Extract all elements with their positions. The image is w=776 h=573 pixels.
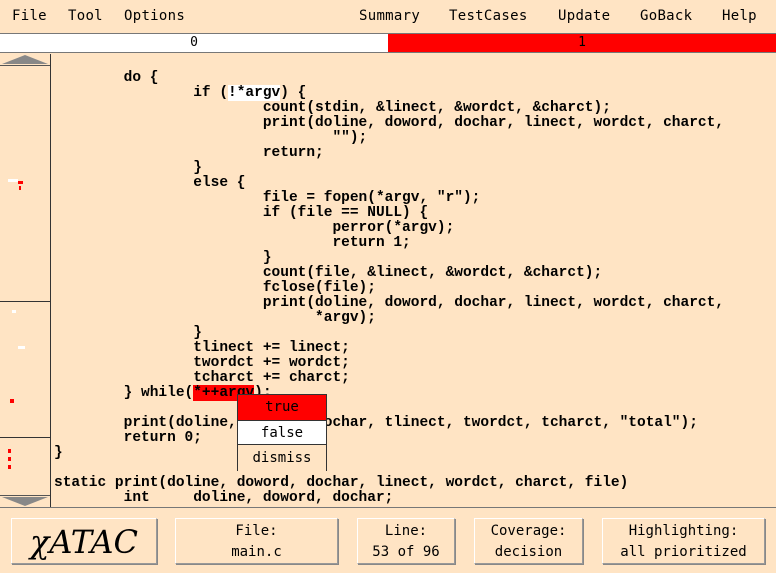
decision-covered-highlight[interactable]: !*argv <box>228 85 281 101</box>
app-logo: χATAC <box>30 523 138 561</box>
line-value: 53 of 96 <box>372 544 440 560</box>
code-line: fclose(file); <box>54 280 376 296</box>
scroll-up-arrow-icon[interactable] <box>2 55 48 64</box>
code-line: *argv); <box>54 310 376 326</box>
code-line: return 1; <box>54 235 411 251</box>
highlighting-label: Highlighting: <box>628 523 739 539</box>
code-line: file = fopen(*argv, "r"); <box>54 190 481 206</box>
highlighting-value: all prioritized <box>620 544 747 560</box>
menu-update[interactable]: Update <box>558 8 611 24</box>
code-line: ""); <box>54 130 368 146</box>
code-line: tcharct += charct; <box>54 370 350 386</box>
code-line: count(stdin, &linect, &wordct, &charct); <box>54 100 611 116</box>
file-panel: File: main.c <box>175 518 338 564</box>
code-line: return; <box>54 145 324 161</box>
code-line: return 0; <box>54 430 202 446</box>
code-line: } <box>54 160 202 176</box>
overview-mark-uncovered <box>19 186 21 190</box>
highlighting-panel: Highlighting: all prioritized <box>602 518 765 564</box>
overview-mark-uncovered <box>8 457 11 461</box>
menu-file[interactable]: File <box>12 8 47 24</box>
code-line: int doline, doword, dochar; <box>54 490 394 506</box>
coverage-panel: Coverage: decision <box>474 518 583 564</box>
code-line-suffix: ) { <box>280 85 307 101</box>
overview-mark-uncovered <box>10 399 14 403</box>
menu-tool[interactable]: Tool <box>68 8 103 24</box>
overview-mark-uncovered <box>8 449 11 453</box>
popup-true-item[interactable]: true <box>238 395 326 420</box>
code-line: do { <box>54 70 159 86</box>
code-line: } <box>54 250 272 266</box>
code-line: if (!*argv) { <box>54 85 307 101</box>
code-line: print(doline, doword, dochar, linect, wo… <box>54 115 725 131</box>
menu-goback[interactable]: GoBack <box>640 8 693 24</box>
scroller-thumb[interactable] <box>0 301 50 438</box>
code-line: twordct += wordct; <box>54 355 350 371</box>
coverage-bar: 0 1 <box>0 33 776 53</box>
code-line: print(doline, doword, dochar, linect, wo… <box>54 295 725 311</box>
code-line: tlinect += linect; <box>54 340 350 356</box>
code-line: count(file, &linect, &wordct, &charct); <box>54 265 603 281</box>
overview-mark-covered <box>18 346 25 349</box>
line-label: Line: <box>384 523 428 539</box>
overview-mark-uncovered <box>18 181 23 184</box>
code-line: static print(doline, doword, dochar, lin… <box>54 475 629 491</box>
line-panel: Line: 53 of 96 <box>357 518 455 564</box>
coverage-value: decision <box>494 544 563 560</box>
overview-mark-covered <box>12 310 16 313</box>
code-line-prefix: if ( <box>54 85 229 101</box>
overview-mark-uncovered <box>8 465 11 469</box>
menu-testcases[interactable]: TestCases <box>449 8 528 24</box>
code-line: } <box>54 325 202 341</box>
code-line: } <box>54 445 63 461</box>
file-label: File: <box>235 523 278 539</box>
code-line: if (file == NULL) { <box>54 205 429 221</box>
source-code-view[interactable]: do { if (!*argv) { count(stdin, &linect,… <box>52 54 776 507</box>
coverage-uncovered-segment[interactable]: 1 <box>388 34 776 52</box>
coverage-covered-segment[interactable]: 0 <box>0 34 388 52</box>
code-line: else { <box>54 175 246 191</box>
popup-dismiss-item[interactable]: dismiss <box>238 446 326 471</box>
menu-options[interactable]: Options <box>124 8 186 24</box>
coverage-label: Coverage: <box>490 523 567 539</box>
scroller-divider <box>0 495 50 496</box>
overview-mark-covered <box>8 179 18 182</box>
logo-panel: χATAC <box>11 518 157 564</box>
code-line-prefix: } while( <box>54 385 194 401</box>
overview-scroller[interactable] <box>0 54 51 507</box>
status-bar: χATAC File: main.c Line: 53 of 96 Covera… <box>0 507 776 573</box>
scroller-divider <box>0 65 50 66</box>
menu-bar: File Tool Options Summary TestCases Upda… <box>0 0 776 33</box>
file-value: main.c <box>231 544 282 560</box>
scroll-down-arrow-icon[interactable] <box>2 497 48 506</box>
code-line: print(doline, doword, dochar, tlinect, t… <box>54 415 698 431</box>
popup-false-item[interactable]: false <box>238 420 326 445</box>
code-line: perror(*argv); <box>54 220 455 236</box>
menu-summary[interactable]: Summary <box>359 8 421 24</box>
decision-popup-menu: true false dismiss <box>237 394 327 471</box>
menu-help[interactable]: Help <box>722 8 757 24</box>
